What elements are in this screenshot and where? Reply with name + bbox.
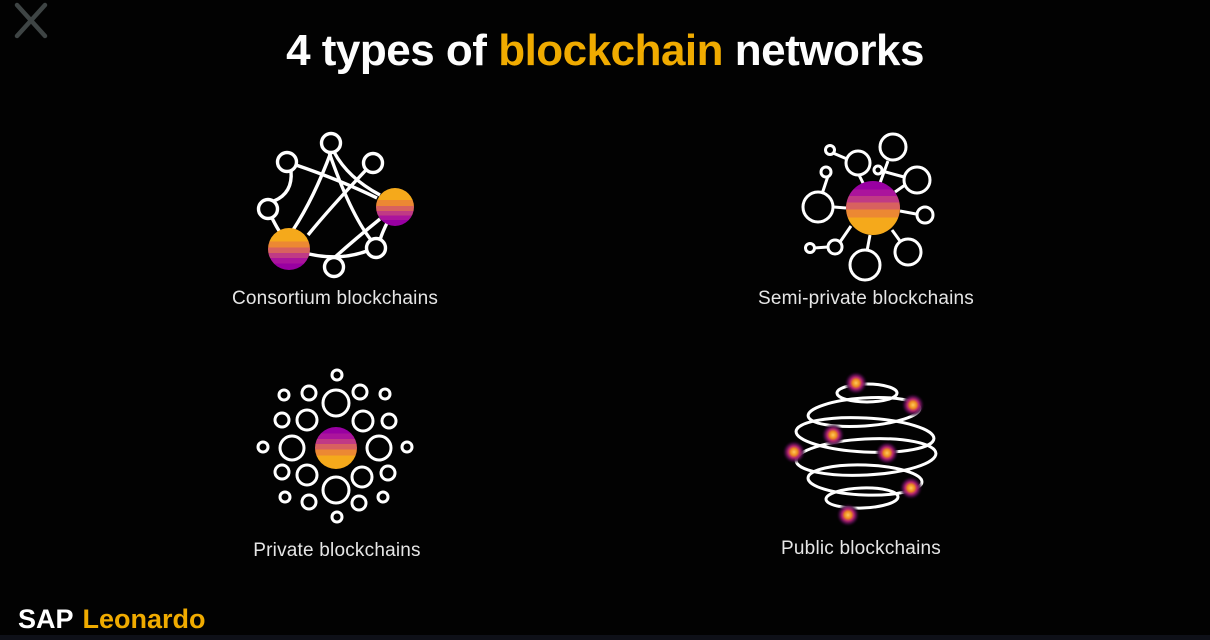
close-button[interactable] [12,2,50,40]
diagram-label-consortium: Consortium blockchains [231,288,439,309]
private-central-node [315,427,357,469]
close-icon [14,2,48,39]
leonardo-logo-text: Leonardo [82,604,206,634]
sap-logo-text: SAP [18,604,74,634]
title-prefix: 4 types of [286,26,499,75]
semi-private-network-icon [801,132,935,282]
diagram-label-semi-private: Semi-private blockchains [758,288,974,309]
title-highlight: blockchain [498,26,724,75]
page-title: 4 types of blockchain networks [0,26,1210,76]
diagram-label-private: Private blockchains [253,540,421,561]
consortium-network-icon [256,131,414,279]
diagram-label-public: Public blockchains [781,538,941,559]
consortium-member-node [268,228,310,270]
semi-private-central-node [846,181,900,235]
private-network-icon [256,368,414,524]
public-node-dots [782,371,925,527]
brand-logo: SAP Leonardo [18,604,206,635]
public-network-icon [782,371,938,527]
title-suffix: networks [723,26,925,75]
consortium-member-node [376,188,414,226]
bottom-edge-strip [0,635,1210,640]
